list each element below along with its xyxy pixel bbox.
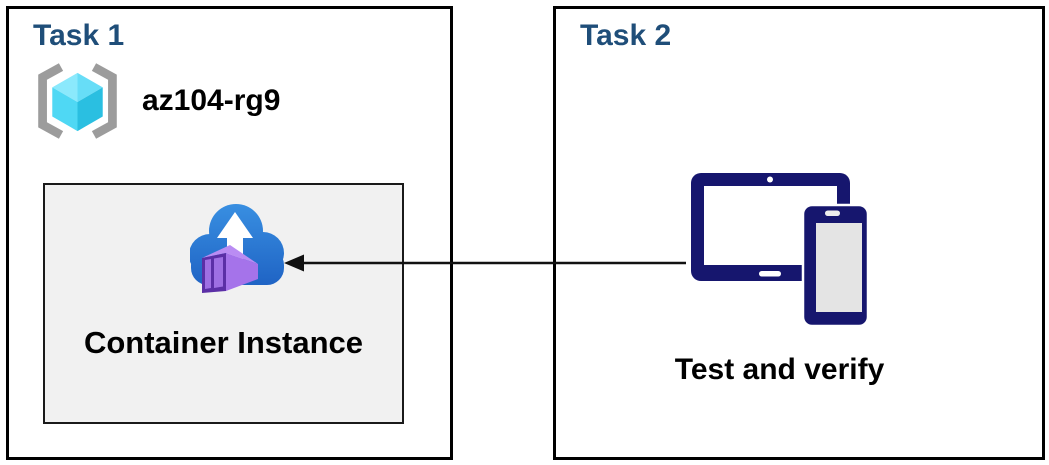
task1-box: Task 1 az104-rg9 [6,6,453,460]
resource-group-name: az104-rg9 [142,84,281,117]
task2-title: Task 2 [580,19,672,52]
container-instance-icon [190,204,284,293]
tablet-and-phone-icon [691,173,870,328]
task1-title: Task 1 [33,19,125,52]
test-and-verify-label: Test and verify [674,353,885,386]
container-instance-label: Container Instance [83,325,364,360]
left-arrow-connector [284,254,686,272]
resource-group-icon [38,63,117,139]
container-instance-box: Container Instance [43,183,404,424]
task2-box: Task 2 Test and verify [553,6,1045,460]
resource-group-row: az104-rg9 [29,61,280,141]
